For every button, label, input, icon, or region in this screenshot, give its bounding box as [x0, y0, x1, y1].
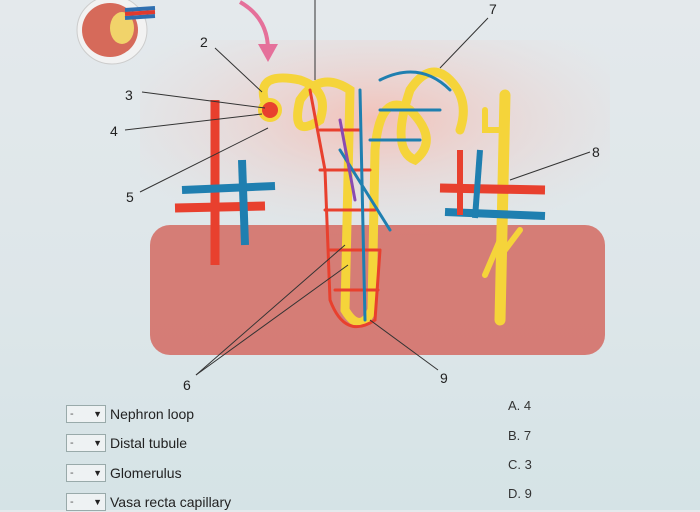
- answer-dropdown[interactable]: -▼: [66, 434, 106, 452]
- dropdown-value: -: [70, 437, 74, 449]
- term-label: Distal tubule: [110, 435, 188, 451]
- kidney-icon: [76, 0, 156, 65]
- dropdown-value: -: [70, 496, 74, 508]
- chevron-down-icon: ▼: [93, 497, 102, 507]
- match-row-glomerulus: -▼ Glomerulus: [66, 463, 182, 483]
- glomerulus: [258, 98, 282, 122]
- arrow-icon: [238, 0, 278, 62]
- option-a: A. 4: [508, 398, 532, 413]
- label-6: 6: [183, 377, 191, 393]
- dropdown-value: -: [70, 467, 74, 479]
- label-2: 2: [200, 34, 208, 50]
- nephron-diagram: 2 3 4 5 6 7 8 9: [76, 0, 610, 393]
- match-row-vasa-recta: -▼ Vasa recta capillary: [66, 492, 231, 512]
- label-5: 5: [126, 189, 134, 205]
- match-row-distal-tubule: -▼ Distal tubule: [66, 433, 187, 453]
- leader-lines: [124, 0, 591, 376]
- match-row-nephron-loop: -▼ Nephron loop: [66, 404, 194, 424]
- chevron-down-icon: ▼: [93, 438, 102, 448]
- dropdown-value: -: [70, 408, 74, 420]
- chevron-down-icon: ▼: [93, 409, 102, 419]
- label-9: 9: [440, 370, 448, 386]
- term-label: Vasa recta capillary: [110, 494, 232, 510]
- option-c: C. 3: [508, 457, 532, 472]
- label-3: 3: [125, 87, 133, 103]
- answer-dropdown[interactable]: -▼: [66, 493, 106, 511]
- option-b: B. 7: [508, 428, 532, 443]
- right-vessels: [439, 149, 546, 220]
- term-label: Nephron loop: [110, 406, 195, 422]
- label-4: 4: [110, 123, 118, 139]
- term-label: Glomerulus: [110, 465, 182, 481]
- label-7: 7: [489, 1, 497, 17]
- answer-dropdown[interactable]: -▼: [66, 405, 106, 423]
- answer-dropdown[interactable]: -▼: [66, 464, 106, 482]
- option-d: D. 9: [508, 486, 532, 501]
- label-8: 8: [592, 144, 600, 160]
- nephron-tubules: [258, 67, 523, 329]
- chevron-down-icon: ▼: [93, 468, 102, 478]
- left-vessels: [174, 100, 276, 265]
